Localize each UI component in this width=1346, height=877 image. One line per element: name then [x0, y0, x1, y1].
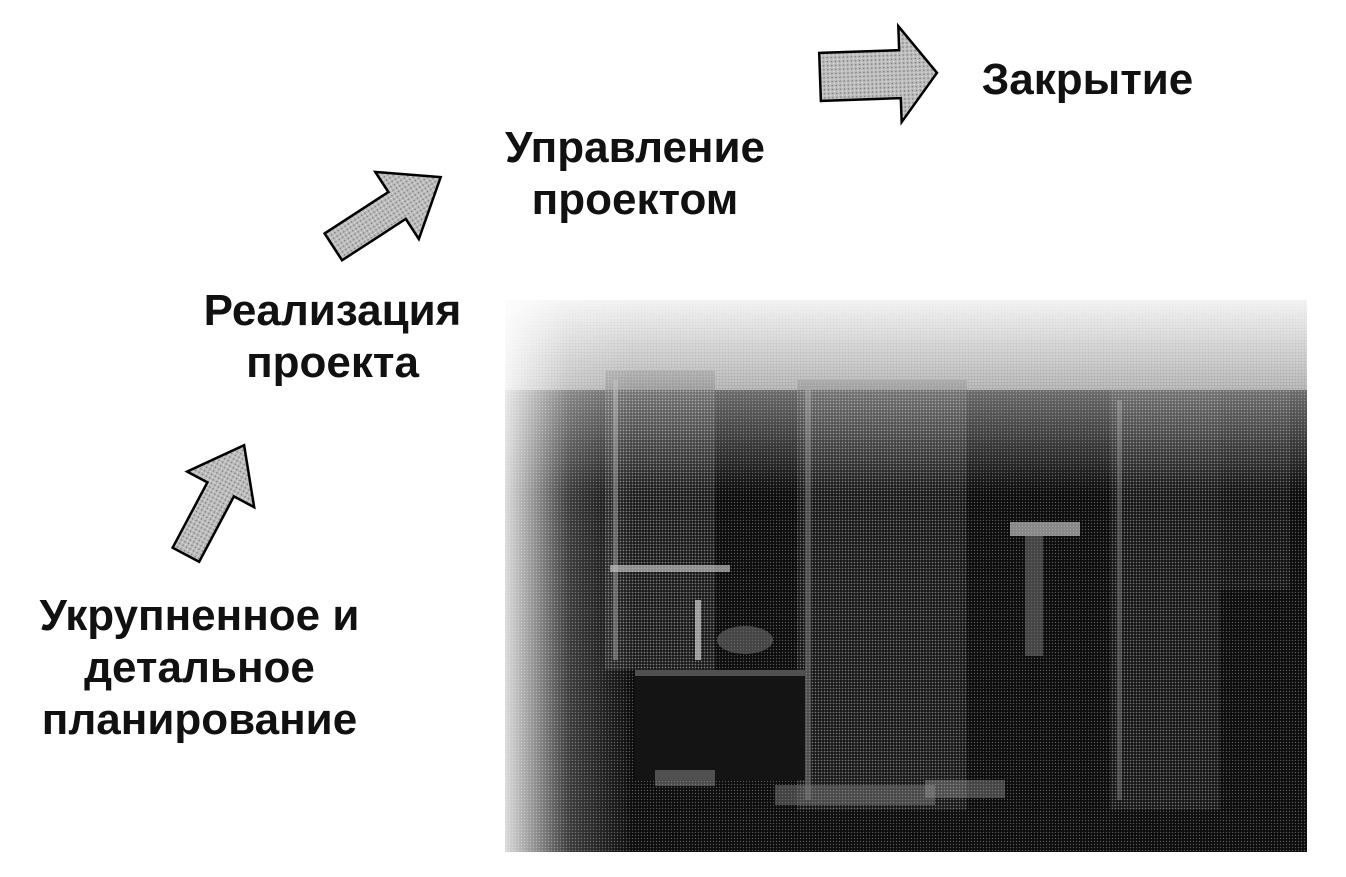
- arrow-right-icon: [817, 22, 939, 126]
- stage-management-label: Управление проектом: [485, 122, 785, 226]
- arrow-right-icon: [170, 443, 256, 564]
- stage-planning-label: Укрупненное и детальное планирование: [22, 590, 377, 746]
- stage-label-line: Управление: [504, 123, 766, 172]
- equipment-photo: [505, 300, 1307, 852]
- stage-label-line: Реализация: [203, 286, 462, 335]
- stage-label-line: Закрытие: [981, 55, 1194, 104]
- stage-label-line: проектом: [531, 175, 739, 224]
- arrow-right-icon: [322, 170, 443, 263]
- stage-label-line: Укрупненное и: [39, 591, 360, 640]
- stage-label-line: планирование: [41, 695, 358, 744]
- stage-closure-label: Закрытие: [965, 54, 1210, 106]
- stage-realization-label: Реализация проекта: [190, 285, 475, 389]
- stage-label-line: детальное: [84, 643, 315, 692]
- stage-label-line: проекта: [246, 338, 419, 387]
